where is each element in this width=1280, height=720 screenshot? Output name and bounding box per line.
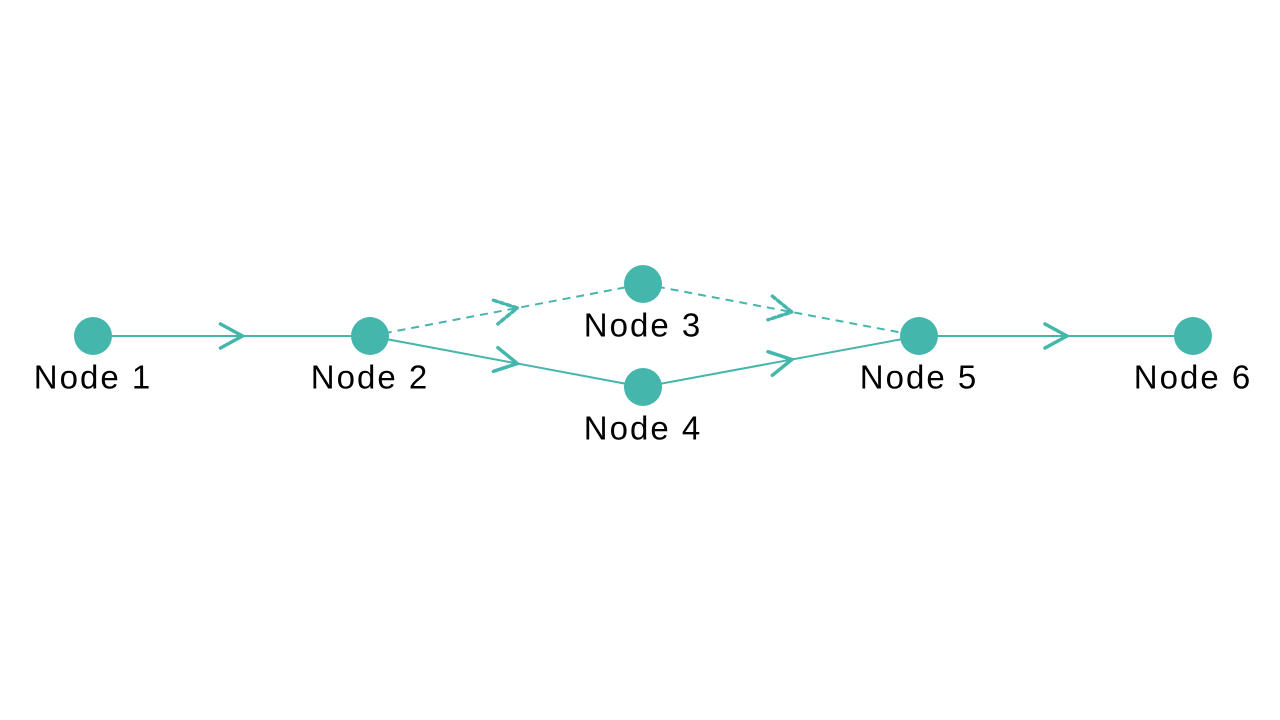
- nodes-layer: [74, 265, 1212, 406]
- node-label-n1: Node 1: [34, 359, 152, 396]
- node-circle-n5: [900, 317, 938, 355]
- node-label-n6: Node 6: [1134, 359, 1252, 396]
- edge-n2-n3-dashed: [369, 283, 644, 337]
- edge-n3-n5-dashed: [642, 283, 920, 337]
- arrowhead-icon-n2-n3: [491, 298, 521, 326]
- arrowheads-layer: [218, 294, 1071, 378]
- labels-layer: Node 1 Node 2 Node 3 Node 4 Node 5 Node 6: [34, 307, 1252, 447]
- arrowhead-icon-n5-n6: [1043, 322, 1071, 350]
- edge-n4-n5-solid: [642, 335, 920, 388]
- edges-layer: [93, 283, 1193, 388]
- edge-n2-n4-solid: [369, 335, 644, 388]
- node-label-n5: Node 5: [860, 359, 978, 396]
- node-label-n3: Node 3: [584, 307, 702, 344]
- node-circle-n3: [624, 265, 662, 303]
- node-circle-n1: [74, 317, 112, 355]
- node-label-n2: Node 2: [311, 359, 429, 396]
- arrowhead-icon-n2-n4: [491, 345, 521, 374]
- arrowhead-icon-n1-n2: [218, 322, 247, 350]
- node-label-n4: Node 4: [584, 410, 702, 447]
- node-circle-n2: [351, 317, 389, 355]
- node-circle-n4: [624, 368, 662, 406]
- node-circle-n6: [1174, 317, 1212, 355]
- arrowhead-icon-n3-n5: [766, 294, 796, 322]
- arrowhead-icon-n4-n5: [766, 349, 796, 378]
